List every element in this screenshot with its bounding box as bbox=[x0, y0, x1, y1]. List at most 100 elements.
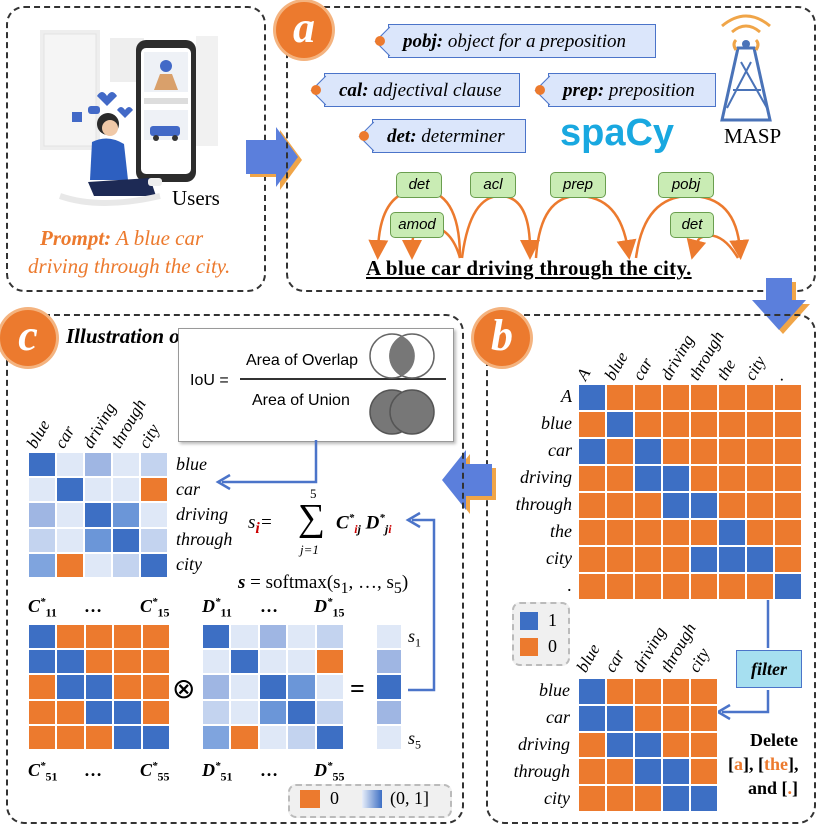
matrix-cell bbox=[718, 384, 746, 411]
badge-c: c bbox=[0, 310, 56, 366]
delete-line3: and [.] bbox=[748, 778, 799, 798]
c-legend-range-swatch bbox=[362, 790, 382, 808]
d-cell bbox=[202, 624, 231, 650]
filter-box: filter bbox=[736, 650, 802, 688]
bf-row-label-2: driving bbox=[518, 734, 570, 754]
c-bot-right: C*55 bbox=[140, 760, 170, 784]
matrix-cell bbox=[718, 546, 746, 573]
formula-s: s bbox=[248, 512, 256, 533]
d-cell bbox=[202, 649, 231, 675]
heatmap-cell bbox=[140, 527, 168, 553]
heatmap-cell bbox=[112, 552, 140, 578]
c-cell bbox=[141, 674, 170, 700]
matrix-cell bbox=[634, 519, 662, 546]
dep-pobj: pobj bbox=[658, 172, 714, 198]
matrix-cell bbox=[746, 492, 774, 519]
heatmap-cell bbox=[112, 452, 140, 478]
tag-det-desc: determiner bbox=[421, 126, 505, 147]
sum-bottom: j=1 bbox=[300, 542, 319, 557]
matrix-cell bbox=[746, 546, 774, 573]
c-cell bbox=[113, 674, 142, 700]
delete-and: and bbox=[748, 778, 778, 798]
c-cell bbox=[113, 649, 142, 675]
heatmap-cell bbox=[112, 477, 140, 503]
filtered-cell bbox=[662, 758, 690, 786]
d-cell bbox=[202, 699, 231, 725]
c-bot-left: C*51 bbox=[28, 760, 58, 784]
legend-zero-label: 0 bbox=[548, 636, 557, 656]
heatmap-cell bbox=[84, 552, 112, 578]
d-cell bbox=[202, 674, 231, 700]
s-cell bbox=[376, 674, 402, 700]
bf-row-label-3: through bbox=[513, 761, 570, 781]
token-adjacency-matrix bbox=[578, 384, 802, 600]
matrix-cell bbox=[634, 411, 662, 438]
matrix-cell bbox=[662, 438, 690, 465]
s-cell bbox=[376, 699, 402, 725]
matrix-cell bbox=[690, 546, 718, 573]
tag-prep-desc: preposition bbox=[608, 80, 695, 101]
matrix-cell bbox=[634, 546, 662, 573]
heatmap-cell bbox=[56, 527, 84, 553]
panel-b bbox=[486, 314, 816, 824]
s-cell bbox=[376, 724, 402, 750]
filtered-cell bbox=[634, 758, 662, 786]
filtered-cell bbox=[606, 704, 634, 732]
softmax-text: = softmax(s bbox=[250, 572, 341, 593]
tag-acl-key: cal: bbox=[339, 80, 369, 101]
matrix-cell bbox=[606, 465, 634, 492]
matrix-cell bbox=[690, 492, 718, 519]
d-cell bbox=[258, 699, 288, 725]
matrix-cell bbox=[578, 492, 606, 519]
hm-row-label-2: driving bbox=[176, 504, 228, 524]
hm-row-label-3: through bbox=[176, 529, 233, 549]
c-cell bbox=[113, 699, 142, 725]
hm-row-label-4: city bbox=[176, 554, 202, 574]
matrix-cell bbox=[690, 573, 718, 600]
filtered-cell bbox=[662, 731, 690, 759]
matrix-cell bbox=[606, 438, 634, 465]
matrix-cell bbox=[718, 573, 746, 600]
heatmap-cell bbox=[56, 552, 84, 578]
matrix-cell bbox=[718, 411, 746, 438]
filtered-cell bbox=[690, 758, 718, 786]
matrix-cell bbox=[746, 411, 774, 438]
matrix-cell bbox=[662, 411, 690, 438]
filtered-cell bbox=[606, 785, 634, 812]
c-cell bbox=[113, 624, 142, 650]
filtered-matrix bbox=[578, 678, 718, 812]
tag-det-key: det: bbox=[387, 126, 417, 147]
matrix-cell bbox=[774, 438, 802, 465]
matrix-cell bbox=[718, 492, 746, 519]
equals-operator: = bbox=[350, 674, 365, 703]
matrix-cell bbox=[662, 492, 690, 519]
b-row-label-6: city bbox=[546, 548, 572, 568]
matrix-cell bbox=[662, 384, 690, 411]
filtered-cell bbox=[578, 785, 606, 812]
heatmap-cell bbox=[84, 477, 112, 503]
d-cell bbox=[287, 624, 316, 650]
matrix-cell bbox=[746, 519, 774, 546]
matrix-cell bbox=[634, 384, 662, 411]
panel-a bbox=[286, 6, 816, 292]
heatmap-cell bbox=[140, 477, 168, 503]
matrix-cell bbox=[746, 384, 774, 411]
tag-acl-desc: adjectival clause bbox=[373, 80, 502, 101]
matrix-cell bbox=[634, 465, 662, 492]
legend-zero-swatch bbox=[520, 638, 538, 656]
heatmap-cell bbox=[28, 452, 56, 478]
matrix-cell bbox=[662, 546, 690, 573]
heatmap-cell bbox=[112, 527, 140, 553]
matrix-cell bbox=[774, 546, 802, 573]
prompt-line1: Prompt: A blue car bbox=[40, 226, 203, 251]
s-cell bbox=[376, 649, 402, 675]
matrix-cell bbox=[746, 465, 774, 492]
tag-dot bbox=[535, 85, 545, 95]
matrix-cell bbox=[774, 411, 802, 438]
d-cell bbox=[287, 724, 316, 750]
